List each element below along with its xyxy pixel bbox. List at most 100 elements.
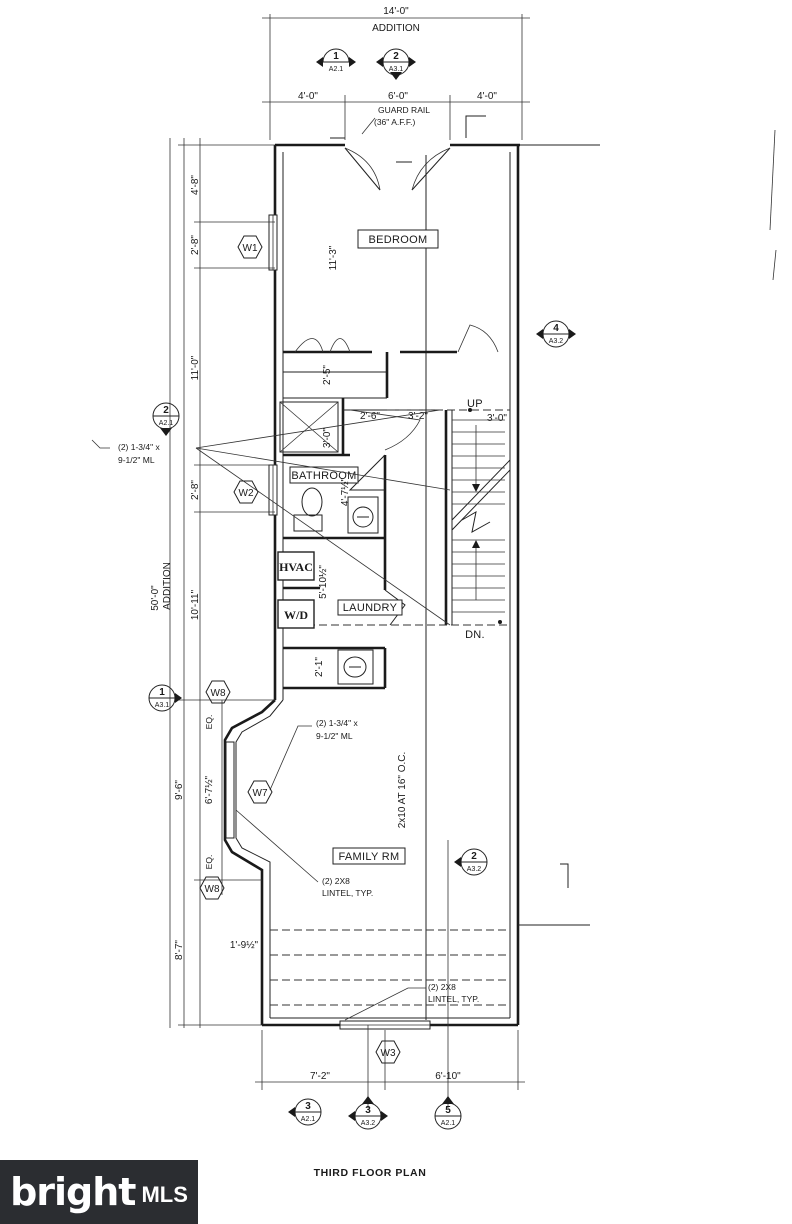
window-tag-w7: W7: [247, 780, 273, 804]
svg-text:LINTEL, TYP.: LINTEL, TYP.: [428, 994, 479, 1004]
window-tag-w8-upper: W8: [205, 680, 231, 704]
bedroom-depth-dim: 11'-3": [328, 245, 339, 270]
dim-3-0: 3'-0": [487, 413, 507, 424]
plan-title: THIRD FLOOR PLAN: [314, 1167, 427, 1179]
svg-text:W1: W1: [243, 243, 258, 254]
left-dim-8: 8'-7": [174, 940, 185, 960]
stair-up-label: UP: [467, 398, 483, 410]
svg-text:W7: W7: [253, 788, 268, 799]
dim-3-2: 3'-2": [408, 411, 428, 422]
left-dim-5: 10'-11": [190, 589, 201, 620]
joist-note: 2x10 AT 16" O.C.: [397, 752, 408, 829]
washer-dryer-label: W/D: [284, 608, 308, 622]
window-tag-w2: W2: [233, 480, 259, 504]
beam-note-upper: (2) 1-3/4" x 9-1/2" ML: [91, 409, 451, 626]
laundry-area: HVAC W/D LAUNDRY 5'-10½" 2'-1": [277, 538, 510, 690]
bedroom-area: BEDROOM 11'-3" 2'-5": [268, 147, 499, 1020]
bright-mls-logo: bright MLS: [0, 1160, 198, 1224]
overall-length-dim: 50'-0": [150, 585, 161, 611]
svg-text:A3.1: A3.1: [155, 702, 170, 709]
logo-brand-text: bright: [10, 1170, 136, 1214]
svg-text:W8: W8: [205, 884, 220, 895]
section-tag-right-4: 4 A3.2: [536, 320, 576, 348]
svg-text:9-1/2" ML: 9-1/2" ML: [316, 731, 353, 741]
left-dim-3: 11'-0": [190, 355, 201, 380]
svg-text:A2.1: A2.1: [301, 1116, 316, 1123]
hvac-label: HVAC: [279, 560, 313, 574]
svg-text:3: 3: [365, 1105, 371, 1116]
svg-text:A3.2: A3.2: [361, 1120, 376, 1127]
svg-text:GUARD RAIL: GUARD RAIL: [378, 105, 430, 115]
laundry-label: LAUNDRY: [343, 602, 398, 614]
left-dim-2: 2'-8": [190, 235, 201, 255]
section-tag-right-2: 2 A3.2: [454, 848, 488, 876]
svg-text:5: 5: [445, 1105, 451, 1116]
svg-text:A3.1: A3.1: [389, 66, 404, 73]
svg-text:LINTEL, TYP.: LINTEL, TYP.: [322, 888, 373, 898]
stair-run: UP DN.: [444, 398, 511, 641]
left-dimensions: 4'-8" 2'-8" 11'-0" 2'-8" 10'-11" 9'-6" 6…: [150, 138, 275, 1028]
svg-text:(2) 1-3/4" x: (2) 1-3/4" x: [118, 442, 161, 452]
svg-text:4: 4: [553, 323, 559, 334]
exterior-walls: [223, 137, 600, 1027]
lintel-note-bottom: (2) 2X8 LINTEL, TYP.: [344, 982, 479, 1021]
section-tag-top-1: 1 A2.1: [316, 48, 356, 73]
svg-text:(36" A.F.F.): (36" A.F.F.): [374, 117, 415, 127]
svg-text:3: 3: [305, 1101, 311, 1112]
lintel-note-side: (2) 2X8 LINTEL, TYP.: [235, 809, 373, 898]
svg-text:2: 2: [471, 851, 477, 862]
shower-dim: 3'-0": [322, 428, 333, 448]
top-left-dim: 4'-0": [298, 91, 318, 102]
sink-dim: 2'-1": [314, 657, 325, 677]
svg-text:W2: W2: [239, 488, 254, 499]
svg-text:9-1/2" ML: 9-1/2" ML: [118, 455, 155, 465]
section-tag-bottom-5: 5 A2.1: [434, 1096, 462, 1130]
bottom-dimensions: 7'-2" 6'-10": [255, 840, 525, 1108]
bath-dim: 4'-7½": [340, 477, 351, 506]
svg-text:1: 1: [333, 51, 339, 62]
stair-down-label: DN.: [465, 629, 485, 641]
bathroom-area: BATHROOM 3'-0" 2'-6" 3'-2" 3'-0" 4'-7½": [268, 398, 510, 540]
bathroom-label: BATHROOM: [291, 470, 356, 482]
window-tag-w1: W1: [237, 235, 263, 259]
svg-text:A2.1: A2.1: [329, 66, 344, 73]
svg-text:(2) 1-3/4" x: (2) 1-3/4" x: [316, 718, 359, 728]
svg-text:A3.2: A3.2: [467, 866, 482, 873]
guard-rail-note: GUARD RAIL (36" A.F.F.): [361, 105, 486, 138]
closet-dim: 2'-5": [322, 365, 333, 385]
svg-text:(2) 2X8: (2) 2X8: [428, 982, 456, 992]
bottom-left-dim: 7'-2": [310, 1071, 330, 1082]
beam-note-lower: (2) 1-3/4" x 9-1/2" ML: [269, 718, 359, 791]
svg-text:(2) 2X8: (2) 2X8: [322, 876, 350, 886]
top-right-dim: 4'-0": [477, 91, 497, 102]
family-room-area: FAMILY RM 2x10 AT 16" O.C.: [225, 741, 510, 1030]
section-tag-bottom-3b: 3 A3.2: [348, 1096, 388, 1130]
window-tag-w8-lower: W8: [199, 876, 225, 900]
left-dim-7: 6'-7½": [204, 775, 215, 804]
bedroom-label: BEDROOM: [369, 234, 428, 246]
svg-text:W3: W3: [381, 1048, 396, 1059]
logo-suffix-text: MLS: [141, 1182, 188, 1207]
overall-width-dim: 14'-0": [383, 6, 409, 17]
overall-length-label: ADDITION: [162, 562, 173, 610]
section-tag-left-2: 2 A2.1: [152, 402, 180, 436]
top-dimensions: 14'-0" ADDITION 4'-0" 6'-0" 4'-0": [262, 6, 530, 140]
svg-text:2: 2: [393, 51, 399, 62]
addition-label: ADDITION: [372, 23, 420, 34]
window-tag-w3: W3: [375, 1040, 401, 1064]
svg-text:W8: W8: [211, 688, 226, 699]
svg-text:2: 2: [163, 405, 169, 416]
eq-lower: EQ.: [204, 855, 214, 870]
left-dim-4: 2'-8": [190, 480, 201, 500]
laundry-dim: 5'-10½": [318, 565, 329, 599]
top-center-dim: 6'-0": [388, 91, 408, 102]
eq-upper: EQ.: [204, 715, 214, 730]
section-tag-top-2: 2 A3.1: [376, 48, 416, 80]
svg-text:A2.1: A2.1: [441, 1120, 456, 1127]
dim-2-6: 2'-6": [360, 411, 380, 422]
left-dim-6: 9'-6": [174, 780, 185, 800]
left-dim-9: 1'-9½": [230, 940, 259, 951]
svg-text:1: 1: [159, 687, 165, 698]
svg-text:A3.2: A3.2: [549, 338, 564, 345]
